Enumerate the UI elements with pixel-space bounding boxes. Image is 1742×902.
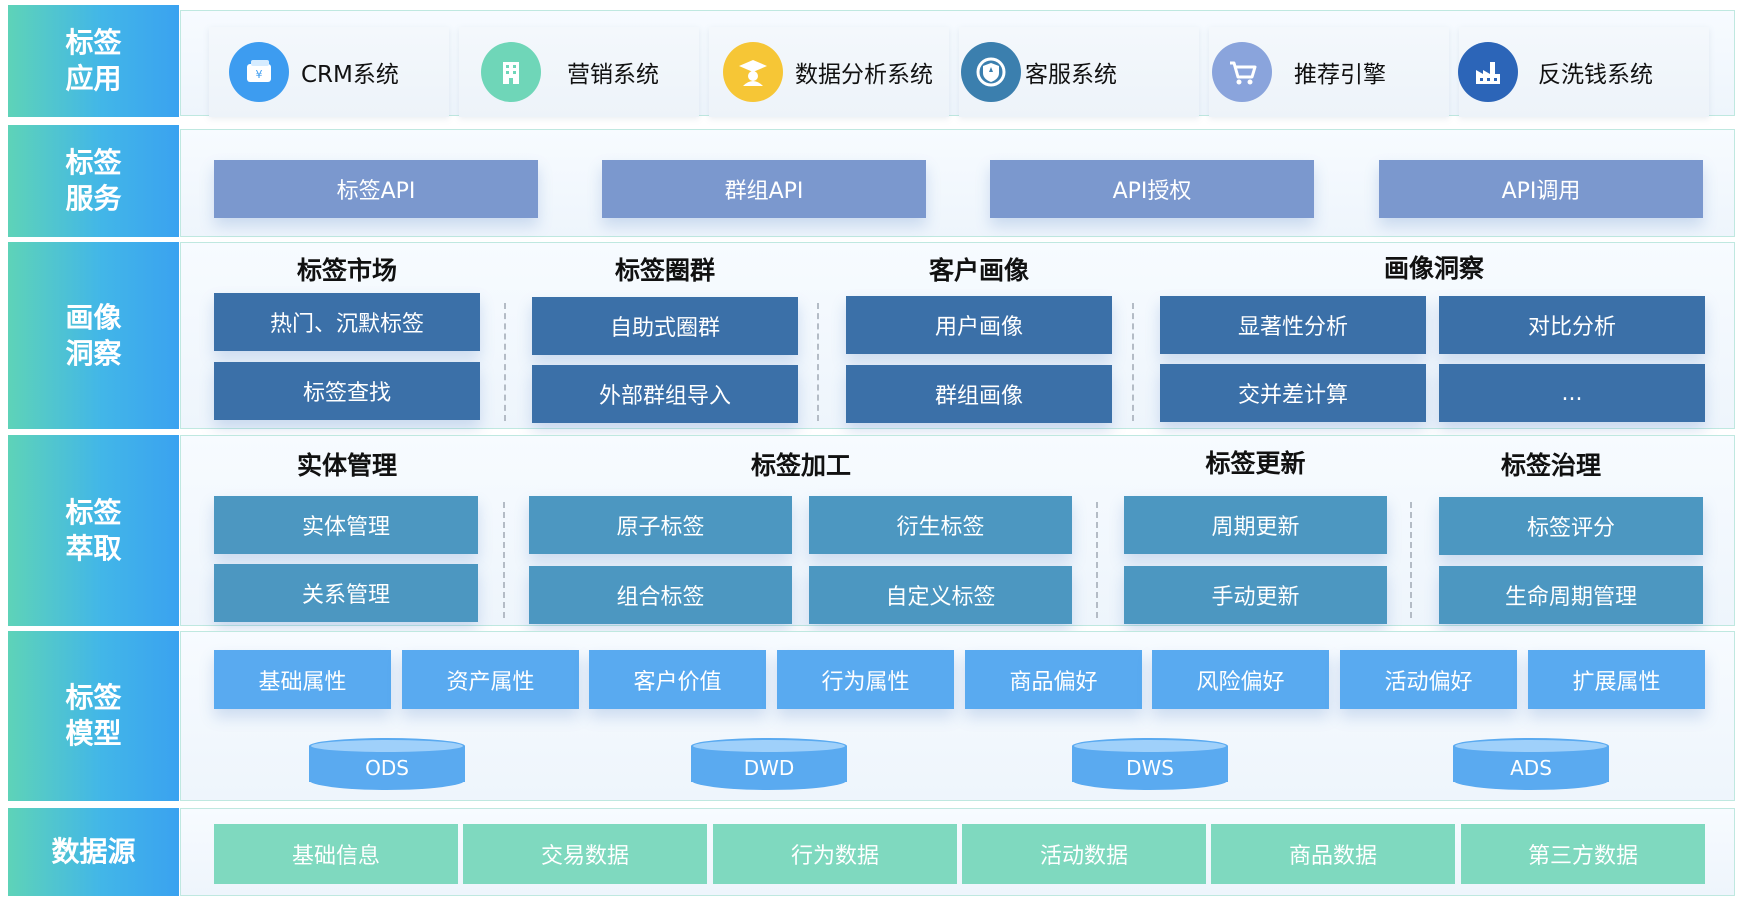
extract-box[interactable]: 关系管理 <box>214 564 478 622</box>
service-box[interactable]: API调用 <box>1379 160 1703 218</box>
model-attr-box[interactable]: 活动偏好 <box>1340 650 1517 709</box>
group-title: 实体管理 <box>296 451 397 480</box>
extract-box[interactable]: 自定义标签 <box>809 566 1072 624</box>
extract-box[interactable]: 生命周期管理 <box>1439 566 1703 624</box>
app-panel: ¥ CRM系统 营销系统 数据分析系统 客服系统 推荐引擎 反洗钱系统 <box>180 10 1735 117</box>
graduate-icon <box>723 42 783 102</box>
extract-box[interactable]: 衍生标签 <box>809 496 1072 554</box>
model-attr-box[interactable]: 资产属性 <box>402 650 579 709</box>
insight-box[interactable]: 外部群组导入 <box>532 365 798 423</box>
svg-text:¥: ¥ <box>256 68 263 81</box>
group-title: 标签加工 <box>750 451 851 480</box>
app-card-recommend[interactable]: 推荐引擎 <box>1209 27 1449 117</box>
extract-box[interactable]: 周期更新 <box>1124 496 1387 554</box>
source-box[interactable]: 第三方数据 <box>1461 824 1705 884</box>
divider <box>1132 303 1134 421</box>
service-box[interactable]: 标签API <box>214 160 538 218</box>
app-label: 反洗钱系统 <box>1538 62 1653 88</box>
insight-box[interactable]: 标签查找 <box>214 362 480 420</box>
group-title: 标签治理 <box>1500 451 1601 480</box>
app-card-data-analysis[interactable]: 数据分析系统 <box>709 27 949 117</box>
model-attr-box[interactable]: 扩展属性 <box>1528 650 1705 709</box>
insight-panel: 标签市场 热门、沉默标签 标签查找 标签圈群 自助式圈群 外部群组导入 客户画像… <box>180 242 1735 429</box>
building-icon <box>481 42 541 102</box>
layer-label: ODS <box>365 756 409 780</box>
layer-label: DWS <box>1126 756 1174 780</box>
model-attr-box[interactable]: 行为属性 <box>777 650 954 709</box>
row-label-source: 数据源 <box>8 808 179 896</box>
insight-box[interactable]: 用户画像 <box>846 296 1112 354</box>
source-box[interactable]: 基础信息 <box>214 824 458 884</box>
app-card-marketing[interactable]: 营销系统 <box>459 27 699 117</box>
factory-icon <box>1458 42 1518 102</box>
source-box[interactable]: 商品数据 <box>1211 824 1455 884</box>
extract-panel: 实体管理 实体管理 关系管理 标签加工 原子标签 衍生标签 组合标签 自定义标签… <box>180 435 1735 626</box>
model-panel: 基础属性 资产属性 客户价值 行为属性 商品偏好 风险偏好 活动偏好 扩展属性 … <box>180 631 1735 801</box>
source-box[interactable]: 交易数据 <box>463 824 707 884</box>
insight-box[interactable]: 自助式圈群 <box>532 297 798 355</box>
divider <box>817 303 819 421</box>
group-title: 画像洞察 <box>1383 254 1484 283</box>
model-attr-box[interactable]: 商品偏好 <box>965 650 1142 709</box>
database-icon[interactable]: ADS <box>1453 738 1609 790</box>
insight-box[interactable]: 显著性分析 <box>1160 296 1426 354</box>
insight-box[interactable]: 群组画像 <box>846 365 1112 423</box>
layer-label: ADS <box>1510 756 1552 780</box>
row-label-insight: 画像洞察 <box>8 242 179 429</box>
insight-box[interactable]: 热门、沉默标签 <box>214 293 480 351</box>
divider <box>1096 502 1098 618</box>
app-label: 营销系统 <box>567 62 659 88</box>
insight-box[interactable]: 交并差计算 <box>1160 364 1426 422</box>
extract-box[interactable]: 手动更新 <box>1124 566 1387 624</box>
app-card-crm[interactable]: ¥ CRM系统 <box>209 27 449 117</box>
app-card-aml[interactable]: 反洗钱系统 <box>1458 27 1709 117</box>
database-icon[interactable]: DWS <box>1072 738 1228 790</box>
cart-icon <box>1212 42 1272 102</box>
divider <box>503 502 505 618</box>
extract-box[interactable]: 组合标签 <box>529 566 792 624</box>
model-attr-box[interactable]: 风险偏好 <box>1152 650 1329 709</box>
database-icon[interactable]: ODS <box>309 738 465 790</box>
insight-box[interactable]: ... <box>1439 364 1705 422</box>
app-card-customer-service[interactable]: 客服系统 <box>959 27 1199 117</box>
layer-label: DWD <box>743 756 795 780</box>
source-box[interactable]: 行为数据 <box>713 824 957 884</box>
app-label: 客服系统 <box>1025 62 1117 88</box>
wallet-icon: ¥ <box>229 42 289 102</box>
model-attr-box[interactable]: 基础属性 <box>214 650 391 709</box>
service-panel: 标签API 群组API API授权 API调用 <box>180 129 1735 237</box>
row-label-model: 标签模型 <box>8 631 179 801</box>
extract-box[interactable]: 标签评分 <box>1439 497 1703 555</box>
divider <box>1410 502 1412 618</box>
source-box[interactable]: 活动数据 <box>962 824 1206 884</box>
group-title: 标签市场 <box>296 256 397 285</box>
group-title: 标签圈群 <box>614 256 715 285</box>
database-icon[interactable]: DWD <box>691 738 847 790</box>
source-panel: 基础信息 交易数据 行为数据 活动数据 商品数据 第三方数据 <box>180 808 1735 896</box>
app-label: 推荐引擎 <box>1294 62 1386 88</box>
service-box[interactable]: API授权 <box>990 160 1314 218</box>
group-title: 标签更新 <box>1205 449 1306 478</box>
app-label: 数据分析系统 <box>795 62 933 88</box>
service-box[interactable]: 群组API <box>602 160 926 218</box>
extract-box[interactable]: 实体管理 <box>214 496 478 554</box>
extract-box[interactable]: 原子标签 <box>529 496 792 554</box>
row-label-extract: 标签萃取 <box>8 435 179 626</box>
shield-icon <box>961 42 1021 102</box>
row-label-service: 标签服务 <box>8 125 179 237</box>
app-label: CRM系统 <box>301 62 399 88</box>
group-title: 客户画像 <box>928 256 1029 285</box>
model-attr-box[interactable]: 客户价值 <box>589 650 766 709</box>
insight-box[interactable]: 对比分析 <box>1439 296 1705 354</box>
row-label-app: 标签应用 <box>8 5 179 117</box>
divider <box>504 303 506 421</box>
